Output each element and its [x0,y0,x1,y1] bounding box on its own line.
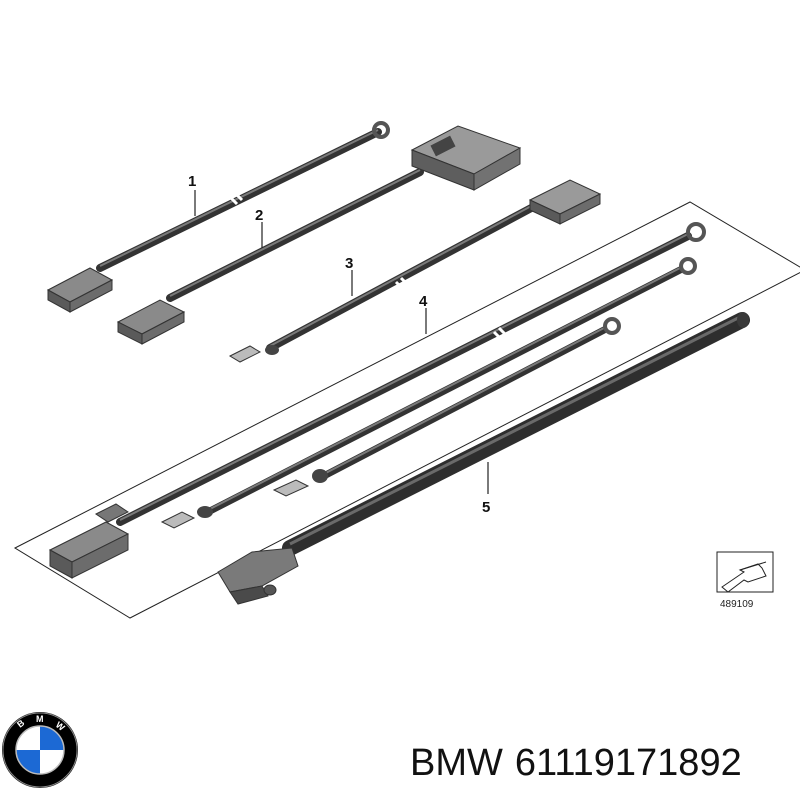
callout-2: 2 [255,207,263,224]
part-number: 61119171892 [514,742,742,784]
bmw-logo-letter-m: M [36,714,44,724]
group-frame-item-4 [13,201,800,619]
reference-box: 489109 [716,551,774,610]
cable-item-5 [217,312,750,605]
cable-item-2 [116,125,522,345]
bmw-logo-letter-b: B [15,717,27,729]
bmw-logo: B M W [2,712,78,788]
callout-4: 4 [419,293,428,310]
callout-5: 5 [482,499,490,516]
cable-item-3 [228,179,602,363]
reference-number: 489109 [720,599,754,610]
part-caption: BMW 61119171892 [410,738,790,788]
callout-leaders [194,190,489,494]
cable-item-1 [46,121,390,313]
cable-item-4 [48,222,706,579]
arrow-icon [721,563,767,593]
brand-name: BMW [410,742,503,784]
callout-3: 3 [345,255,353,272]
callout-1: 1 [188,173,196,190]
